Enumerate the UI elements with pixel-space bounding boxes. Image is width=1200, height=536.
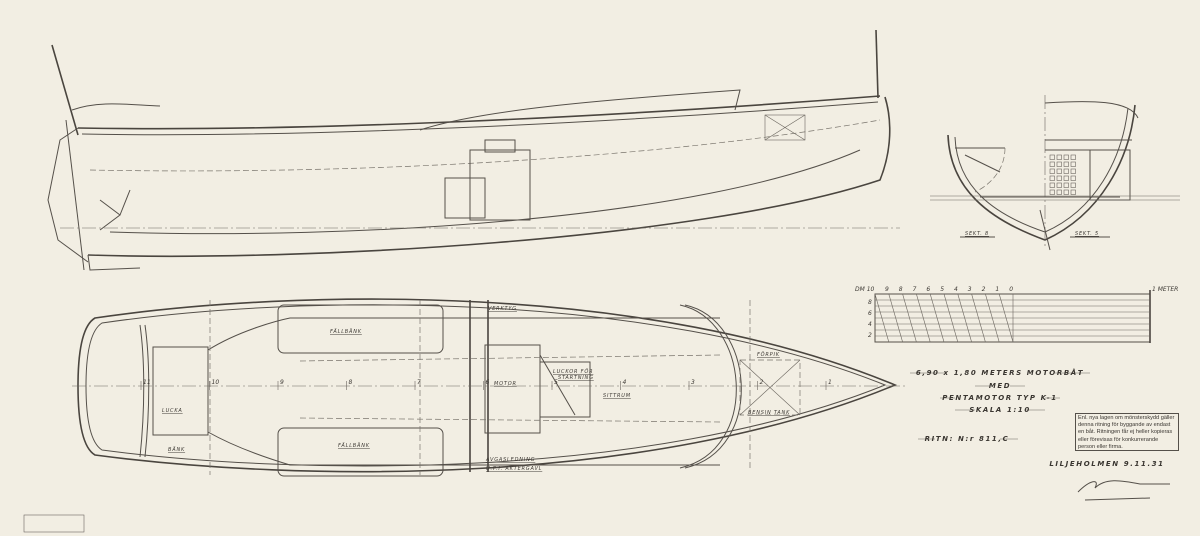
side-profile (47, 29, 900, 271)
grille-hole (1063, 168, 1069, 174)
grille-hole (1056, 189, 1062, 195)
label-motor: MOTOR (494, 381, 517, 387)
copyright-stamp: Enl. nya lagen om mönsterskydd gäller de… (1075, 413, 1179, 451)
scale-tick-label: 9 (885, 286, 889, 293)
label-forpik: FÖRPIK (757, 351, 780, 358)
grille-hole (1049, 189, 1055, 195)
grille-hole (1070, 175, 1076, 181)
station-number: 9 (280, 379, 284, 386)
scale-diagonal (943, 293, 959, 343)
scale-side-label: 6 (868, 310, 872, 317)
label-sittrum: SITTRUM (603, 393, 631, 399)
scale-diagonal (874, 293, 890, 343)
scale-tick-label: 4 (954, 286, 958, 293)
label-fallbank-top: FÄLLBÄNK (330, 328, 362, 335)
grille-hole (1070, 182, 1076, 188)
station-number: 10 (212, 379, 220, 386)
grille-hole (1056, 168, 1062, 174)
scale-diagonal (916, 293, 931, 343)
label-avgas: AVGASLEDNING (485, 457, 535, 463)
grille-hole (1049, 182, 1055, 188)
scale-unit-left: DM 10 (855, 286, 875, 293)
scale-tick-label: 3 (968, 286, 972, 293)
scale-tick-label: 0 (1009, 286, 1013, 293)
archive-stamp (23, 514, 85, 533)
scale-side-label: 4 (868, 321, 872, 328)
grille-hole (1049, 161, 1055, 167)
scale-side-label: 2 (868, 332, 872, 339)
scale-side-labels: 8 6 4 2 (868, 299, 872, 339)
scale-tick-label: 1 (995, 286, 999, 293)
label-luckor: LUCKOR FÖR (553, 368, 593, 375)
scale-diagonal (902, 293, 917, 343)
label-verktyg: VERKTYG (488, 306, 517, 312)
label-lucka: LUCKA (162, 408, 183, 414)
grille-hole (1063, 189, 1069, 195)
scale-diagonal (985, 293, 1000, 343)
scale-side-label: 8 (868, 299, 872, 306)
scale-tick-labels: 9 8 7 6 5 4 3 2 1 0 (885, 286, 1013, 293)
label-bank: BÄNK (168, 446, 185, 453)
station-number: 1 (828, 379, 832, 386)
scale-diagonal (957, 293, 972, 343)
grille-hole (1063, 175, 1069, 181)
section-right-label: SEKT. 5 (1075, 231, 1099, 237)
label-aktergavl: U.P.I. AKTERGAVL (486, 466, 542, 472)
scale-diagonal (929, 293, 945, 343)
station-number: 3 (691, 379, 695, 386)
scale-diagonal (888, 293, 903, 343)
grille-hole (1049, 168, 1055, 174)
signature (1077, 480, 1170, 501)
grille-hole (1070, 168, 1076, 174)
scale-diagonal (971, 293, 986, 343)
title-line-2: MED (989, 382, 1011, 390)
label-fallbank-bottom: FÄLLBÄNK (338, 442, 370, 449)
station-number: 11 (143, 379, 151, 386)
plan-view (72, 298, 905, 477)
grille-hole (1056, 161, 1062, 167)
station-number: 7 (417, 379, 421, 386)
scale-text: SKALA 1:10 (969, 406, 1031, 414)
drawing-number: RITN: N:r 811,C (925, 435, 1010, 443)
engine-grille (1049, 154, 1076, 195)
station-number: 5 (554, 379, 558, 386)
grille-hole (1056, 182, 1062, 188)
grille-hole (1049, 154, 1055, 160)
station-number: 4 (623, 379, 627, 386)
scale-tick-label: 6 (926, 286, 930, 293)
grille-hole (1063, 182, 1069, 188)
place-date: LILJEHOLMEN 9.11.31 (1049, 460, 1164, 468)
grille-hole (1070, 154, 1076, 160)
label-startning: STARTNING (558, 375, 594, 381)
scale-tick-label: 7 (913, 286, 917, 293)
title-block: 6,90 x 1,80 METERS MOTORBÅT MED PENTAMOT… (910, 368, 1170, 501)
cross-sections: SEKT. 8 SEKT. 5 (930, 95, 1180, 251)
grille-hole (1049, 175, 1055, 181)
grille-hole (1070, 189, 1076, 195)
scale-diagonals (874, 293, 1014, 343)
title-line-1: 6,90 x 1,80 METERS MOTORBÅT (916, 368, 1084, 377)
title-line-3: PENTAMOTOR TYP K-1 (942, 394, 1057, 402)
scale-tick-label: 8 (899, 286, 903, 293)
section-left-label: SEKT. 8 (965, 231, 989, 237)
station-number: 2 (760, 379, 764, 386)
grille-hole (1056, 154, 1062, 160)
station-numbers: 11 10 9 8 7 6 5 4 3 2 1 (140, 379, 832, 390)
grille-hole (1070, 161, 1076, 167)
label-tank: BENSIN TANK (748, 410, 790, 416)
station-number: 8 (349, 379, 353, 386)
scale-tick-label: 2 (982, 286, 986, 293)
grille-hole (1063, 161, 1069, 167)
station-number: 6 (486, 379, 490, 386)
scale-unit-right: 1 METER (1152, 286, 1178, 293)
grille-hole (1063, 154, 1069, 160)
grille-hole (1056, 175, 1062, 181)
scale-diagonal (998, 293, 1014, 343)
scale-tick-label: 5 (940, 286, 944, 293)
